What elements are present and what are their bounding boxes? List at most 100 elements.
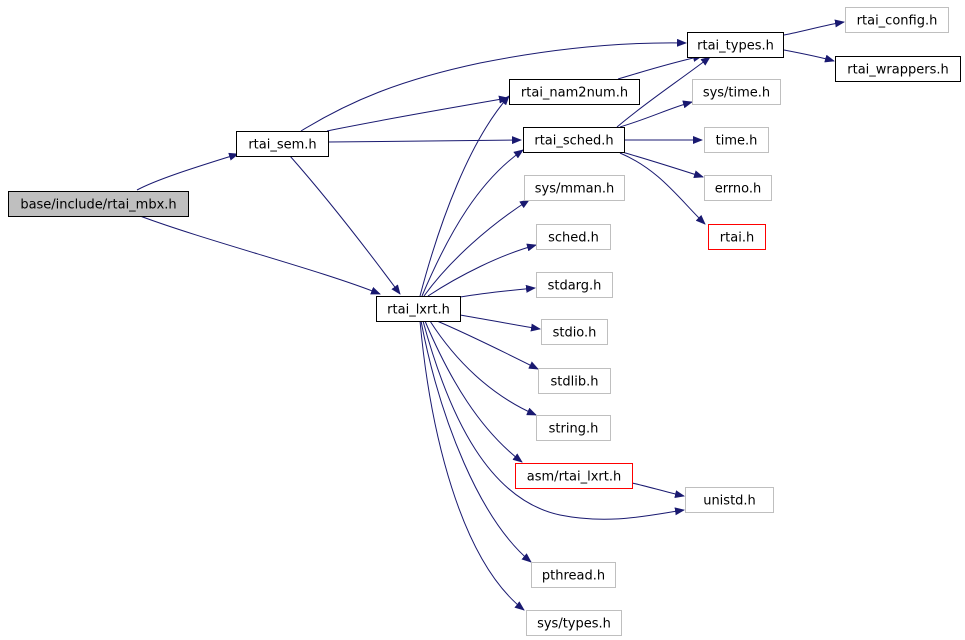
node-label: unistd.h bbox=[703, 494, 756, 509]
node-label: sys/mman.h bbox=[535, 182, 615, 197]
node-label: stdlib.h bbox=[551, 375, 599, 390]
edge-line bbox=[423, 199, 530, 297]
node-label: rtai.h bbox=[720, 231, 754, 246]
edge-line bbox=[783, 49, 835, 63]
node-stdio: stdio.h bbox=[541, 319, 608, 345]
node-asmlxrt[interactable]: asm/rtai_lxrt.h bbox=[515, 463, 633, 489]
node-label: rtai_wrappers.h bbox=[847, 63, 948, 78]
edge-line bbox=[619, 100, 693, 128]
node-pthread: pthread.h bbox=[531, 562, 616, 588]
edge-lxrt-to-systypes bbox=[419, 320, 525, 611]
node-label: pthread.h bbox=[542, 569, 605, 584]
node-label: rtai_config.h bbox=[857, 14, 938, 29]
node-box bbox=[531, 562, 616, 588]
node-box bbox=[685, 487, 774, 513]
node-stdarg: stdarg.h bbox=[536, 272, 613, 298]
edge-line bbox=[136, 152, 239, 191]
edge-lxrt-to-unistd bbox=[422, 320, 685, 520]
edge-lxrt-to-string bbox=[429, 320, 537, 416]
edge-lxrt-to-stdio bbox=[459, 314, 541, 332]
edge-line bbox=[617, 54, 703, 80]
node-label: string.h bbox=[549, 422, 599, 437]
node-systime: sys/time.h bbox=[692, 79, 781, 105]
node-box bbox=[515, 463, 633, 489]
node-errno: errno.h bbox=[704, 175, 772, 201]
node-lxrt[interactable]: rtai_lxrt.h bbox=[376, 296, 461, 322]
node-label: base/include/rtai_mbx.h bbox=[20, 198, 176, 213]
edge-lxrt-to-nam2num bbox=[419, 95, 510, 297]
node-label: rtai_types.h bbox=[697, 39, 774, 54]
edge-sem-to-lxrt bbox=[289, 155, 401, 295]
edge-line bbox=[783, 19, 845, 36]
edge-asmlxrt-to-unistd bbox=[631, 482, 685, 499]
edge-line bbox=[300, 38, 687, 132]
node-box bbox=[704, 175, 772, 201]
node-label: stdio.h bbox=[553, 326, 597, 341]
node-string: string.h bbox=[536, 415, 611, 441]
node-label: rtai_sem.h bbox=[248, 138, 316, 153]
edge-line bbox=[419, 320, 525, 611]
edge-line bbox=[427, 243, 537, 297]
node-label: rtai_lxrt.h bbox=[387, 303, 450, 318]
edges-layer bbox=[136, 19, 845, 611]
edge-sched-to-errno bbox=[621, 151, 704, 179]
edge-sched-to-rtai bbox=[619, 152, 706, 225]
node-label: sys/time.h bbox=[703, 86, 770, 101]
node-config: rtai_config.h bbox=[845, 7, 949, 33]
node-rtai[interactable]: rtai.h bbox=[708, 224, 766, 250]
node-box bbox=[536, 272, 613, 298]
edge-types-to-wrappers bbox=[783, 49, 835, 63]
node-time: time.h bbox=[704, 127, 769, 153]
edge-line bbox=[631, 482, 685, 499]
node-box bbox=[536, 224, 611, 250]
edge-lxrt-to-schedh bbox=[427, 243, 537, 297]
edge-sched-to-systime bbox=[619, 100, 693, 128]
node-box bbox=[845, 7, 949, 33]
node-box bbox=[376, 296, 461, 322]
node-types[interactable]: rtai_types.h bbox=[687, 32, 784, 58]
node-sysmman: sys/mman.h bbox=[524, 175, 625, 201]
node-sem[interactable]: rtai_sem.h bbox=[236, 131, 329, 157]
node-unistd: unistd.h bbox=[685, 487, 774, 513]
node-box bbox=[536, 415, 611, 441]
node-box bbox=[541, 319, 608, 345]
node-box bbox=[835, 56, 961, 82]
edge-line bbox=[459, 314, 541, 332]
node-sched[interactable]: rtai_sched.h bbox=[523, 127, 625, 153]
node-label: rtai_sched.h bbox=[534, 134, 613, 149]
node-systypes: sys/types.h bbox=[526, 610, 622, 636]
edge-lxrt-to-sched bbox=[421, 149, 524, 297]
edge-lxrt-to-stdlib bbox=[436, 320, 539, 370]
edge-line bbox=[289, 155, 401, 295]
node-box bbox=[523, 127, 625, 153]
node-box bbox=[692, 79, 781, 105]
node-box bbox=[708, 224, 766, 250]
node-box bbox=[236, 131, 329, 157]
node-mbx[interactable]: base/include/rtai_mbx.h bbox=[8, 191, 189, 217]
edge-line bbox=[421, 149, 524, 297]
node-box bbox=[8, 191, 189, 217]
edge-mbx-to-sem bbox=[136, 152, 239, 191]
node-wrappers[interactable]: rtai_wrappers.h bbox=[835, 56, 961, 82]
edge-line bbox=[327, 136, 522, 145]
node-stdlib: stdlib.h bbox=[538, 368, 611, 394]
edge-sem-to-nam2num bbox=[326, 95, 509, 132]
edge-line bbox=[459, 284, 536, 298]
node-label: time.h bbox=[716, 134, 758, 149]
edge-lxrt-to-stdarg bbox=[459, 284, 536, 298]
edge-line bbox=[621, 151, 704, 179]
edge-line bbox=[429, 320, 537, 416]
edge-line bbox=[326, 95, 509, 132]
node-box bbox=[509, 79, 640, 105]
node-box bbox=[526, 610, 622, 636]
node-nam2num[interactable]: rtai_nam2num.h bbox=[509, 79, 640, 105]
node-label: rtai_nam2num.h bbox=[521, 86, 628, 101]
node-box bbox=[524, 175, 625, 201]
edge-lxrt-to-sysmman bbox=[423, 199, 530, 297]
edge-sem-to-types bbox=[300, 38, 687, 132]
node-box bbox=[687, 32, 784, 58]
node-label: errno.h bbox=[715, 182, 762, 197]
edge-lxrt-to-asmlxrt bbox=[424, 320, 523, 463]
edge-line bbox=[619, 152, 706, 225]
